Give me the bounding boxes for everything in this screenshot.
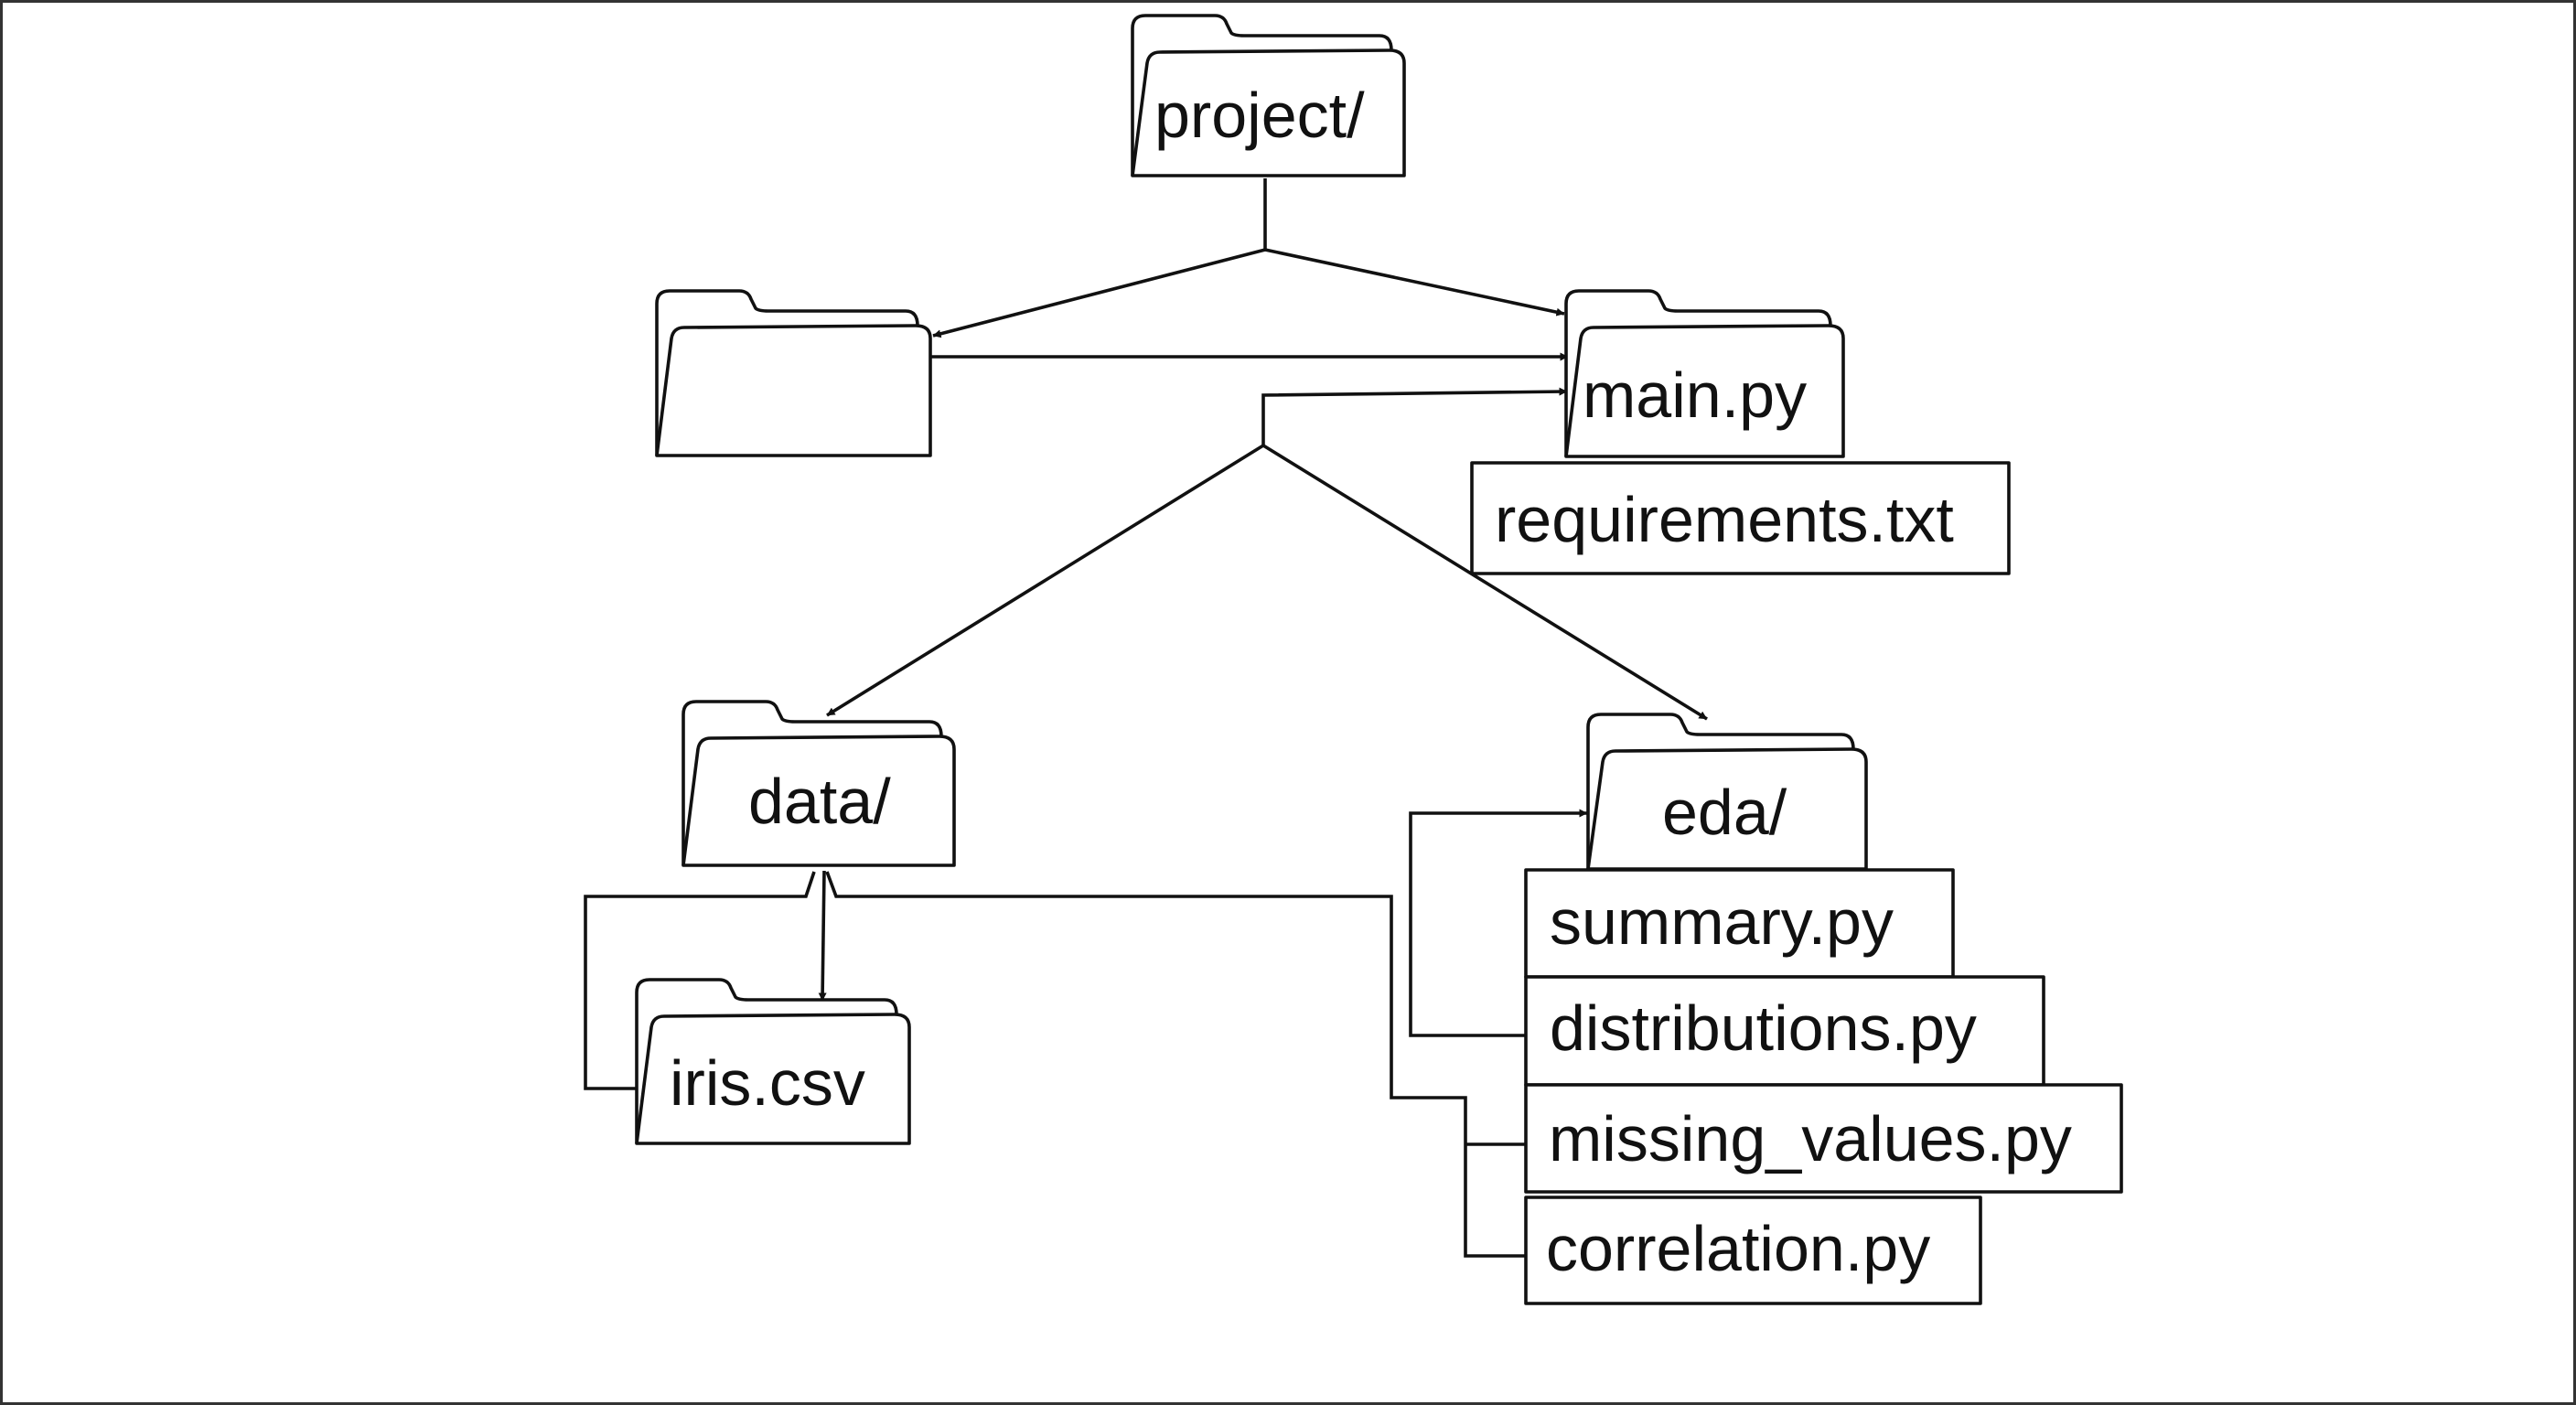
node-distributions: distributions.py [1524,975,2045,1087]
connector-project-to-folder [932,248,1266,338]
connector-branch-to-data [826,444,1264,717]
label-summary: summary.py [1550,886,1894,958]
label-eda: eda/ [1662,777,1787,848]
nodes: project/main.py requirements.txt data/iris… [635,14,2123,1305]
file-box [1524,975,2045,1087]
label-distributions: distributions.py [1550,992,1977,1064]
connector-branch-to-eda [1262,444,1708,721]
node-missing-values: missing_values.py [1524,1083,2123,1194]
connector-distributions-to-eda [1409,809,1588,1037]
connector-data-to-iris [818,870,827,1002]
label-project: project/ [1154,80,1365,151]
node-unnamed-folder [655,289,932,457]
label-data: data/ [748,766,891,837]
node-data: data/ [682,700,956,867]
folder-icon [655,289,932,457]
file-box [1470,461,2011,575]
node-project: project/ [1131,14,1406,177]
folder-icon [1564,289,1845,458]
node-requirements: requirements.txt [1470,461,2011,575]
label-iris: iris.csv [670,1047,865,1119]
connector-data-loop-left [584,871,816,1090]
connector-branch-to-main [1261,387,1568,445]
connector-project-to-main [1264,248,1565,316]
node-correlation: correlation.py [1524,1196,1982,1305]
folder-icon [635,978,911,1145]
node-main: main.py [1564,289,1845,458]
folder-icon [1131,14,1406,177]
label-requirements: requirements.txt [1495,484,1954,555]
file-box [1524,868,1955,979]
connectors [584,178,1708,1258]
label-correlation: correlation.py [1546,1213,1930,1284]
node-eda: eda/ [1586,713,1868,871]
node-summary: summary.py [1524,868,1955,979]
node-iris: iris.csv [635,978,911,1145]
connector-data-to-eda-files [825,871,1526,1258]
label-main: main.py [1583,359,1807,431]
label-missing-values: missing_values.py [1549,1103,2072,1174]
folder-icon [682,700,956,867]
file-box [1524,1083,2123,1194]
folder-icon [1586,713,1868,871]
file-box [1524,1196,1982,1305]
